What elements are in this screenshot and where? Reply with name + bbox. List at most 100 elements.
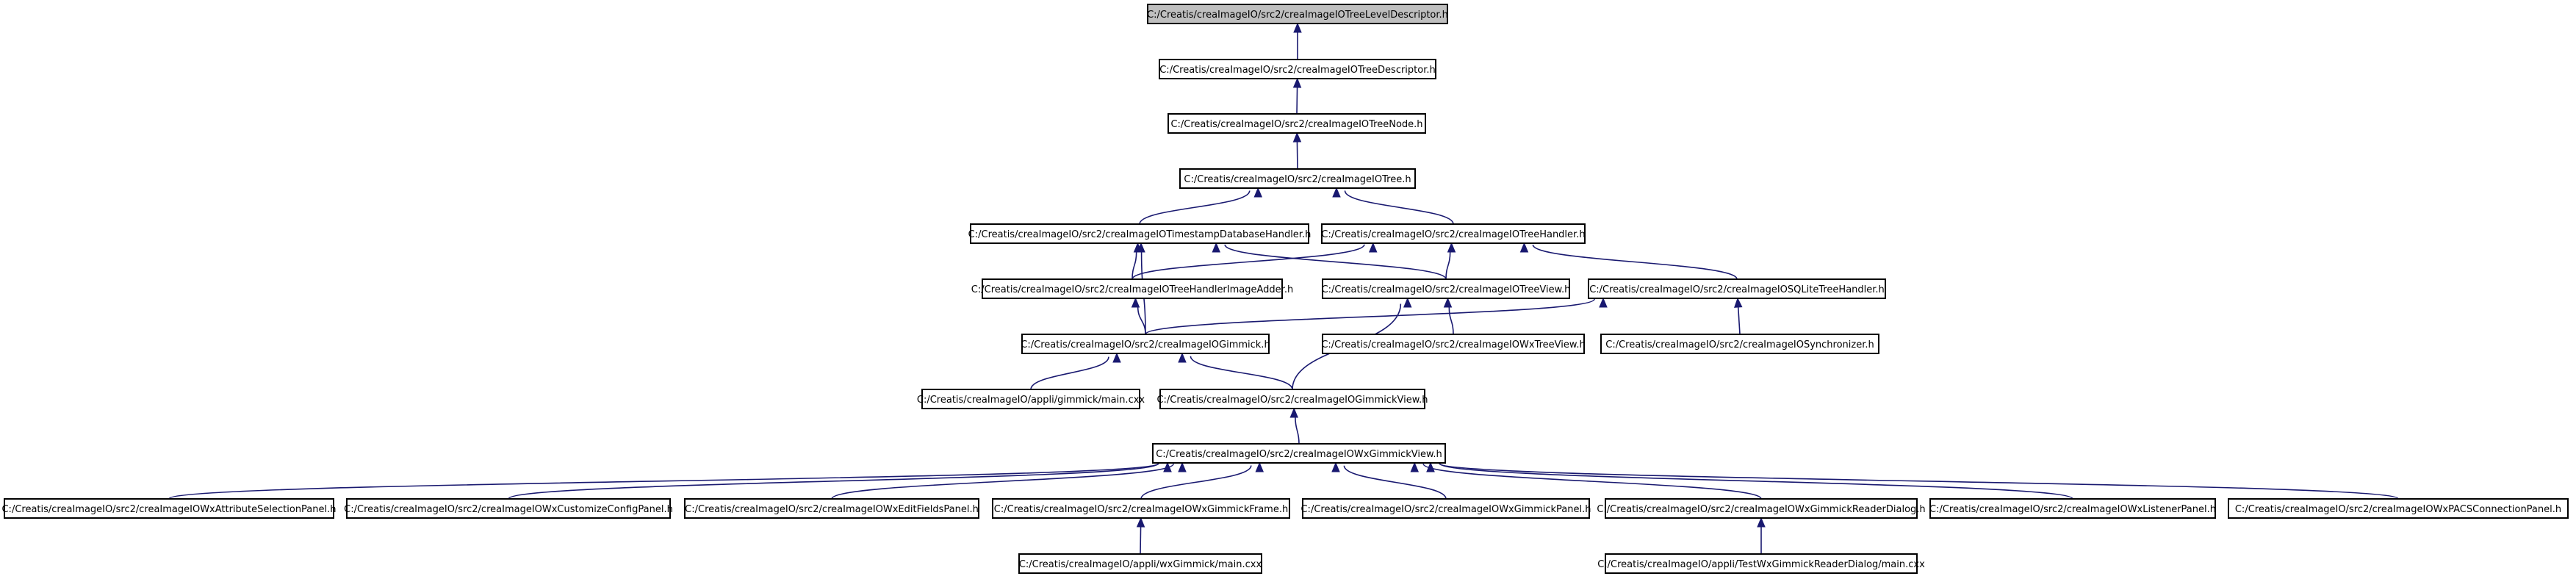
node-box	[982, 278, 1283, 299]
graph-node-n19[interactable]: C:/Creatis/creaImageIO/src2/creaImageIOW…	[1300, 498, 1591, 519]
node-box	[1159, 59, 1436, 79]
node-box	[1605, 498, 1918, 519]
node-box	[2228, 498, 2569, 519]
edge-n2-to-n1	[1292, 77, 1302, 115]
edge-n20-to-n14	[1410, 461, 1762, 500]
arrow-head	[1599, 297, 1608, 308]
edge-n10-to-n7	[1443, 297, 1454, 335]
graph-node-n0[interactable]: C:/Creatis/creaImageIO/src2/creaImageIOT…	[1147, 4, 1448, 24]
node-box	[1322, 334, 1585, 354]
arrow-head	[1137, 242, 1145, 253]
edge-n7-to-n5	[1445, 242, 1456, 280]
graph-node-n20[interactable]: C:/Creatis/creaImageIO/src2/creaImageIOW…	[1597, 498, 1926, 519]
graph-node-n10[interactable]: C:/Creatis/creaImageIO/src2/creaImageIOW…	[1321, 334, 1586, 354]
graph-node-n12[interactable]: C:/Creatis/creaImageIO/appli/gimmick/mai…	[917, 389, 1145, 409]
arrow-head	[1410, 461, 1419, 472]
node-box	[1605, 553, 1918, 574]
node-box	[1168, 113, 1426, 134]
graph-node-n24[interactable]: C:/Creatis/creaImageIO/appli/TestWxGimmi…	[1597, 553, 1925, 574]
node-label: C:/Creatis/creaImageIO/src2/creaImageIOT…	[1321, 229, 1585, 240]
edge-n11-to-n8	[1734, 297, 1743, 335]
node-box	[1302, 498, 1590, 519]
graph-node-n6[interactable]: C:/Creatis/creaImageIO/src2/creaImageIOT…	[971, 278, 1293, 299]
edge-n4-to-n3	[1139, 187, 1262, 225]
node-label: C:/Creatis/creaImageIO/src2/creaImageIOG…	[1156, 395, 1428, 406]
edge-n22-to-n14	[1426, 461, 2399, 500]
graph-node-n13[interactable]: C:/Creatis/creaImageIO/src2/creaImageIOG…	[1156, 389, 1428, 409]
node-label: C:/Creatis/creaImageIO/src2/creaImageIOT…	[1159, 65, 1436, 76]
node-box	[1600, 334, 1879, 354]
node-label: C:/Creatis/creaImageIO/src2/creaImageIOG…	[1021, 339, 1270, 350]
edge-n9-to-n6	[1131, 297, 1146, 335]
node-label: C:/Creatis/creaImageIO/src2/creaImageIOS…	[1605, 339, 1874, 350]
node-label: C:/Creatis/creaImageIO/src2/creaImageIOW…	[2235, 504, 2561, 515]
edge-n5-to-n3	[1332, 187, 1454, 225]
node-box	[1021, 334, 1270, 354]
arrow-head	[1212, 242, 1220, 253]
graph-node-n22[interactable]: C:/Creatis/creaImageIO/src2/creaImageIOW…	[2228, 498, 2569, 519]
graph-node-n14[interactable]: C:/Creatis/creaImageIO/src2/creaImageIOW…	[1152, 443, 1446, 464]
arrow-head	[1255, 461, 1264, 472]
arrow-head	[1289, 407, 1298, 418]
arrow-head	[1757, 517, 1766, 528]
graph-node-n11[interactable]: C:/Creatis/creaImageIO/src2/creaImageIOS…	[1600, 334, 1879, 354]
node-box	[346, 498, 671, 519]
arrow-head	[1178, 352, 1187, 363]
node-label: C:/Creatis/creaImageIO/src2/creaImageIOT…	[1322, 284, 1571, 295]
node-label: C:/Creatis/creaImageIO/src2/creaImageIOW…	[1321, 339, 1585, 350]
arrow-head	[1734, 297, 1743, 308]
arrow-head	[1332, 187, 1341, 198]
node-box	[684, 498, 979, 519]
graph-node-n5[interactable]: C:/Creatis/creaImageIO/src2/creaImageIOT…	[1321, 223, 1586, 244]
edge-n8-to-n5	[1519, 242, 1738, 280]
graph-node-n3[interactable]: C:/Creatis/creaImageIO/src2/creaImageIOT…	[1179, 168, 1416, 189]
graph-node-n4[interactable]: C:/Creatis/creaImageIO/src2/creaImageIOT…	[968, 223, 1312, 244]
arrow-head	[1178, 461, 1187, 472]
graph-node-n23[interactable]: C:/Creatis/creaImageIO/appli/wxGimmick/m…	[1018, 553, 1262, 574]
node-box	[1018, 553, 1262, 574]
edges-layer	[168, 22, 2399, 555]
arrow-head	[1293, 22, 1302, 33]
graph-node-n17[interactable]: C:/Creatis/creaImageIO/src2/creaImageIOW…	[684, 498, 979, 519]
arrow-head	[1443, 297, 1453, 308]
arrow-head	[1447, 242, 1456, 253]
edge-n14-to-n13	[1289, 407, 1300, 445]
graph-node-n15[interactable]: C:/Creatis/creaImageIO/src2/creaImageIOW…	[1, 498, 337, 519]
node-label: C:/Creatis/creaImageIO/src2/creaImageIOT…	[968, 229, 1312, 240]
arrow-head	[1519, 242, 1529, 253]
edge-n9-to-n8	[1145, 297, 1608, 335]
graph-node-n7[interactable]: C:/Creatis/creaImageIO/src2/creaImageIOT…	[1322, 278, 1571, 299]
node-label: C:/Creatis/creaImageIO/src2/creaImageIOT…	[1184, 174, 1411, 185]
edge-n3-to-n2	[1292, 132, 1302, 170]
arrow-head	[1426, 461, 1435, 472]
arrow-head	[1331, 461, 1340, 472]
node-label: C:/Creatis/creaImageIO/src2/creaImageIOW…	[994, 504, 1288, 515]
node-label: C:/Creatis/creaImageIO/appli/TestWxGimmi…	[1597, 559, 1925, 570]
node-label: C:/Creatis/creaImageIO/src2/creaImageIOW…	[1156, 449, 1442, 460]
graph-node-n18[interactable]: C:/Creatis/creaImageIO/src2/creaImageIOW…	[992, 498, 1290, 519]
node-label: C:/Creatis/creaImageIO/src2/creaImageIOW…	[1300, 504, 1591, 515]
node-box	[4, 498, 334, 519]
graph-node-n21[interactable]: C:/Creatis/creaImageIO/src2/creaImageIOW…	[1929, 498, 2216, 519]
node-box	[1147, 4, 1448, 24]
node-label: C:/Creatis/creaImageIO/src2/creaImageIOW…	[1597, 504, 1925, 515]
edge-n7-to-n4	[1212, 242, 1447, 280]
graph-node-n1[interactable]: C:/Creatis/creaImageIO/src2/creaImageIOT…	[1159, 59, 1436, 79]
graph-node-n9[interactable]: C:/Creatis/creaImageIO/src2/creaImageIOG…	[1021, 334, 1270, 354]
arrow-head	[1136, 517, 1145, 528]
graph-node-n2[interactable]: C:/Creatis/creaImageIO/src2/creaImageIOT…	[1168, 113, 1426, 134]
node-box	[1152, 443, 1446, 464]
graph-node-n8[interactable]: C:/Creatis/creaImageIO/src2/creaImageIOS…	[1588, 278, 1886, 299]
node-label: C:/Creatis/creaImageIO/src2/creaImageIOW…	[685, 504, 979, 515]
graph-node-n16[interactable]: C:/Creatis/creaImageIO/src2/creaImageIOW…	[344, 498, 673, 519]
node-box	[1929, 498, 2216, 519]
edge-n1-to-n0	[1293, 22, 1302, 60]
nodes-layer: C:/Creatis/creaImageIO/src2/creaImageIOT…	[1, 4, 2569, 574]
node-box	[1322, 278, 1570, 299]
edge-n17-to-n14	[831, 461, 1187, 500]
edge-n23-to-n18	[1136, 517, 1145, 555]
arrow-head	[1403, 297, 1412, 308]
node-box	[1179, 168, 1416, 189]
node-box	[992, 498, 1290, 519]
